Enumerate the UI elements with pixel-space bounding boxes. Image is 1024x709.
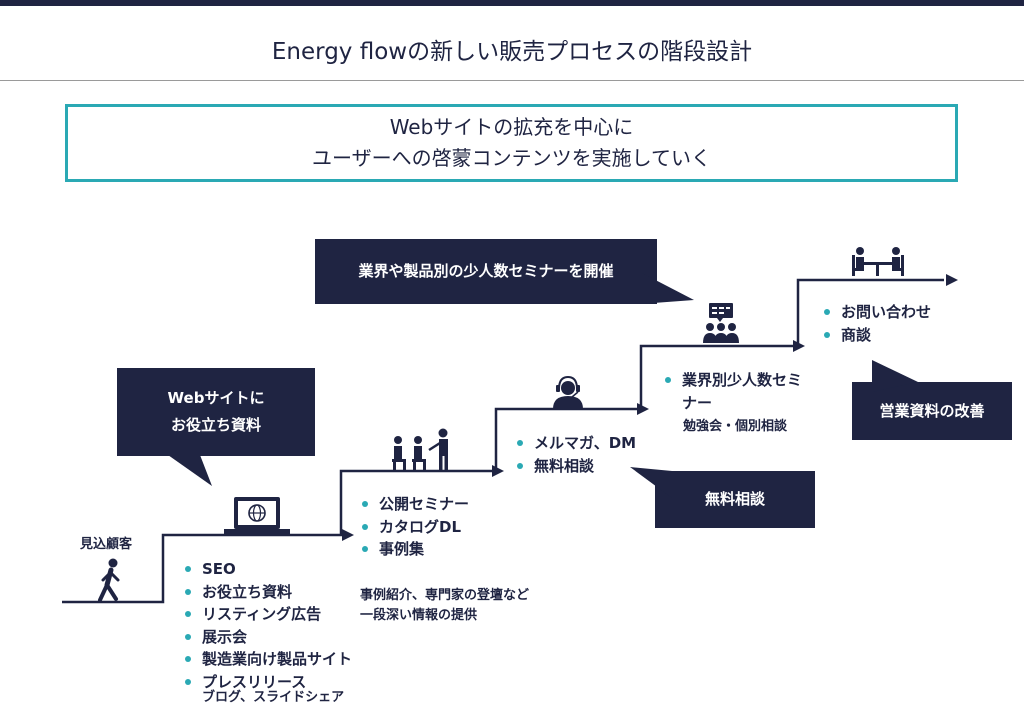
- step-1-item: リスティング広告: [183, 603, 352, 626]
- arrowhead-3: [637, 403, 649, 415]
- callout-web-line-2: お役立ち資料: [170, 416, 261, 434]
- staircase-line: [62, 278, 944, 604]
- step-4-note: 勉強会・個別相談: [683, 419, 788, 434]
- arrowhead-1: [342, 529, 354, 541]
- summary-box: Webサイトの拡充を中心に ユーザーへの啓蒙コンテンツを実施していく: [65, 104, 958, 182]
- step-2-note: 事例紹介、専門家の登壇など 一段深い情報の提供: [360, 586, 529, 626]
- step-2-item: カタログDL: [360, 516, 469, 539]
- step-1-note: ブログ、スライドシェア: [202, 690, 345, 705]
- step-5-item: 商談: [822, 324, 931, 347]
- step-2-item: 事例集: [360, 538, 469, 561]
- step-3-item: メルマガ、DM: [515, 432, 636, 455]
- step-2-item: 公開セミナー: [360, 493, 469, 516]
- walking-person-icon: [98, 558, 120, 602]
- seminar-audience-icon: [392, 428, 448, 470]
- step-5-item: お問い合わせ: [822, 301, 931, 324]
- callout-web: Webサイトに お役立ち資料: [117, 368, 315, 456]
- step-2-note-line-2: 一段深い情報の提供: [360, 608, 478, 623]
- step-1-item: お役立ち資料: [183, 581, 352, 604]
- step-1-list: SEO お役立ち資料 リスティング広告 展示会 製造業向け製品サイト プレスリリ…: [183, 558, 352, 693]
- step-2-note-line-1: 事例紹介、専門家の登壇など: [360, 588, 530, 603]
- title-divider: [0, 80, 1024, 81]
- callout-seminar-shape: [315, 239, 694, 304]
- summary-line-2: ユーザーへの啓蒙コンテンツを実施していく: [312, 146, 711, 170]
- start-label: 見込顧客: [80, 537, 133, 552]
- presentation-group-icon: [703, 303, 739, 343]
- arrowhead-4: [793, 340, 805, 352]
- summary-line-1: Webサイトの拡充を中心に: [389, 115, 634, 139]
- callout-web-line-1: Webサイトに: [167, 389, 265, 407]
- callout-sales-material-shape: [852, 360, 1012, 440]
- callout-web-shape: [117, 368, 315, 486]
- callout-free-consult-shape: [630, 467, 815, 528]
- callout-sales-material: 営業資料の改善: [879, 401, 985, 420]
- step-2-list: 公開セミナー カタログDL 事例集: [360, 493, 469, 561]
- top-bar: [0, 0, 1024, 6]
- step-1-item: SEO: [183, 558, 352, 581]
- arrowhead-2: [492, 465, 504, 477]
- step-4-list: 業界別少人数セミナー: [663, 369, 812, 414]
- meeting-table-icon: [852, 247, 904, 276]
- step-3-list: メルマガ、DM 無料相談: [515, 432, 636, 477]
- laptop-globe-icon: [224, 497, 290, 534]
- step-5-list: お問い合わせ 商談: [822, 301, 931, 346]
- arrowhead-5: [946, 274, 958, 286]
- step-1-item: プレスリリース: [183, 671, 352, 694]
- step-1-item: 展示会: [183, 626, 352, 649]
- callout-free-consult: 無料相談: [704, 490, 765, 508]
- step-1-item: 製造業向け製品サイト: [183, 648, 352, 671]
- step-4-item: 業界別少人数セミナー: [663, 369, 812, 414]
- callout-seminar: 業界や製品別の少人数セミナーを開催: [358, 262, 614, 280]
- step-3-item: 無料相談: [515, 455, 636, 478]
- page-title: Energy flowの新しい販売プロセスの階段設計: [271, 39, 753, 65]
- headset-operator-icon: [553, 375, 583, 409]
